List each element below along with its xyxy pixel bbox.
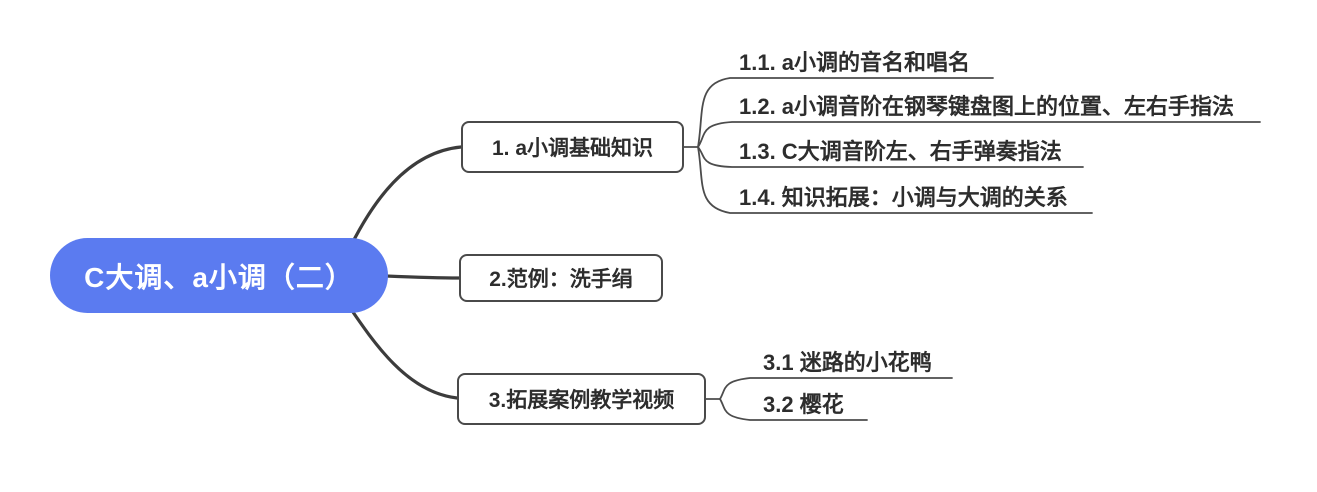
edge-branch1-child4 [697,146,1093,214]
leaf-node-3-1[interactable]: 3.1 迷路的小花鸭 [763,350,932,375]
edge-root-branch2 [384,274,461,280]
root-node[interactable]: C大调、a小调（二） [50,238,388,313]
leaf-node-1-3[interactable]: 1.3. C大调音阶左、右手弹奏指法 [739,139,1062,164]
branch-node-1[interactable]: 1. a小调基础知识 [461,121,684,173]
edge-branch1-child2 [697,121,1261,148]
branch-node-2[interactable]: 2.范例：洗手绢 [459,254,663,302]
edge-branch1-child3 [697,146,1084,168]
edge-branch1-child1 [697,77,994,148]
leaf-node-1-4[interactable]: 1.4. 知识拓展：小调与大调的关系 [739,185,1068,210]
branch-node-3[interactable]: 3.拓展案例教学视频 [457,373,706,425]
leaf-node-3-2[interactable]: 3.2 樱花 [763,392,844,417]
edge-root-branch1 [343,145,463,260]
leaf-node-1-1[interactable]: 1.1. a小调的音名和唱名 [739,50,971,75]
leaf-node-1-2[interactable]: 1.2. a小调音阶在钢琴键盘图上的位置、左右手指法 [739,94,1235,119]
edge-branch3-child2 [719,398,868,421]
edge-branch3-child1 [719,377,953,400]
